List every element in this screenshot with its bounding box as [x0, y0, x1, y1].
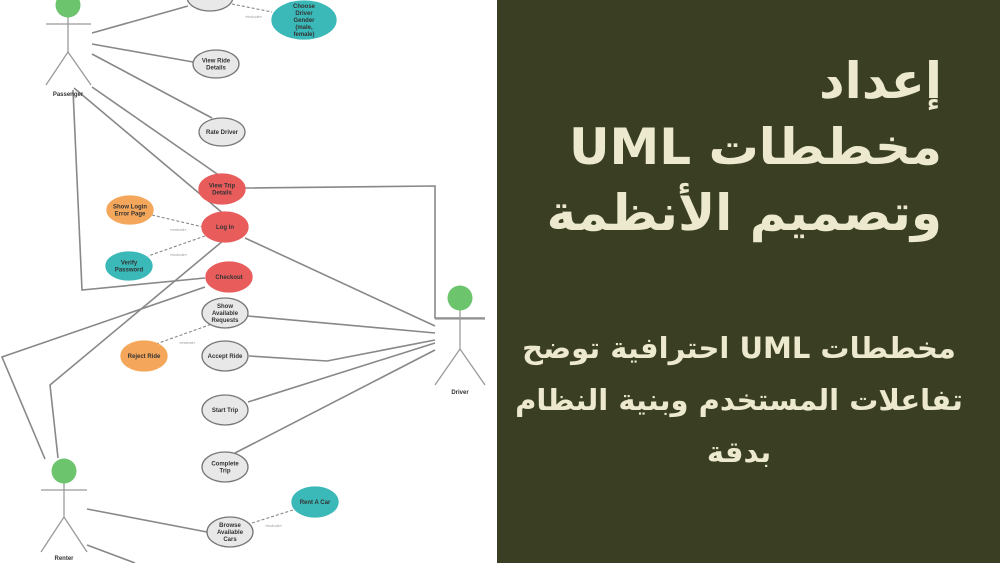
use-case-login[interactable]: Log In	[201, 211, 249, 243]
svg-text:Start Trip: Start Trip	[212, 408, 239, 414]
title-line: مخططات UML	[568, 118, 942, 176]
svg-text:Password: Password	[115, 268, 144, 274]
association-lines	[0, 5, 485, 564]
svg-text:Log In: Log In	[216, 225, 234, 231]
promo-panel: إعداد مخططات UML وتصميم الأنظمة مخططات U…	[497, 0, 1000, 563]
stereotype-label: «extend»	[179, 340, 196, 345]
svg-text:Requests: Requests	[211, 318, 239, 324]
actor-head-icon	[447, 285, 473, 311]
stereotype-label: «include»	[170, 252, 188, 257]
stereotype-label: «include»	[245, 14, 263, 19]
actor-renter: Renter	[40, 458, 88, 562]
svg-text:Rate Driver: Rate Driver	[206, 130, 239, 136]
actor-head-icon	[51, 458, 77, 484]
svg-text:Checkout: Checkout	[215, 275, 242, 281]
svg-text:View Ride: View Ride	[202, 59, 231, 65]
svg-text:View Trip: View Trip	[209, 184, 236, 190]
svg-text:Reject Ride: Reject Ride	[128, 354, 161, 360]
use-case-checkout[interactable]: Checkout	[205, 261, 253, 293]
promo-title: إعداد مخططات UML وتصميم الأنظمة	[547, 48, 942, 246]
svg-text:(male,: (male,	[295, 25, 313, 31]
use-case-rent[interactable]: Rent A Car	[291, 486, 339, 518]
svg-text:Cars: Cars	[223, 537, 237, 543]
include-extend-lines	[147, 3, 294, 524]
svg-text:Available: Available	[212, 311, 239, 317]
svg-text:female): female)	[293, 32, 314, 38]
svg-text:Browse: Browse	[219, 523, 241, 529]
svg-text:Accept Ride: Accept Ride	[208, 354, 243, 360]
svg-text:Show: Show	[217, 304, 233, 310]
actor-label: Passenger	[53, 92, 84, 98]
title-line: وتصميم الأنظمة	[546, 184, 942, 242]
svg-text:Details: Details	[206, 66, 226, 72]
title-line: إعداد	[819, 52, 942, 110]
svg-text:Trip: Trip	[219, 469, 230, 475]
use-case-start[interactable]: Start Trip	[201, 394, 249, 426]
stereotype-label: «include»	[265, 523, 283, 528]
actor-head-icon	[55, 0, 81, 18]
uml-use-case-diagram: «include» «extend» «include» «extend» «i…	[0, 0, 497, 564]
actor-label: Renter	[54, 556, 74, 562]
actor-label: Driver	[451, 390, 469, 396]
svg-text:Gender: Gender	[293, 18, 315, 24]
promo-subtitle: مخططات UML احترافية توضح تفاعلات المستخد…	[515, 331, 963, 469]
svg-text:Error Page: Error Page	[115, 212, 146, 218]
stereotype-label: «extend»	[170, 227, 187, 232]
svg-text:Rent A Car: Rent A Car	[300, 500, 331, 506]
svg-text:Driver: Driver	[295, 11, 313, 17]
svg-text:Complete: Complete	[211, 462, 239, 468]
use-case-reject[interactable]: Reject Ride	[120, 340, 168, 372]
svg-text:Verify: Verify	[121, 261, 138, 267]
use-case-accept[interactable]: Accept Ride	[201, 340, 249, 372]
actor-passenger: Passenger	[45, 0, 92, 98]
svg-text:Details: Details	[212, 191, 232, 197]
use-case-request[interactable]	[186, 0, 234, 12]
svg-text:Available: Available	[217, 530, 244, 536]
svg-text:Show Login: Show Login	[113, 205, 147, 211]
use-case-rate[interactable]: Rate Driver	[198, 117, 246, 147]
actor-driver: Driver	[434, 285, 486, 396]
svg-text:Choose: Choose	[293, 4, 316, 10]
